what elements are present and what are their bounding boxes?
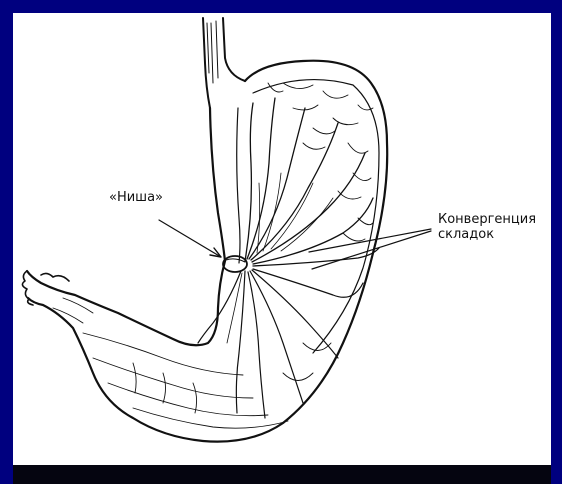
bottom-bar: [13, 465, 551, 484]
convergence-label: Конвергенция складок: [438, 212, 536, 242]
mucosal-folds-lower: [198, 269, 363, 418]
esophagus: [203, 18, 245, 108]
niche-crater: [223, 256, 247, 272]
convergence-label-line1: Конвергенция: [438, 212, 536, 227]
niche-label: «Ниша»: [109, 190, 163, 205]
niche-arrow: [159, 220, 221, 257]
convergence-label-line2: складок: [438, 227, 536, 242]
illustration-panel: «Ниша» Конвергенция складок: [13, 13, 551, 465]
fundus-texture: [268, 83, 373, 241]
